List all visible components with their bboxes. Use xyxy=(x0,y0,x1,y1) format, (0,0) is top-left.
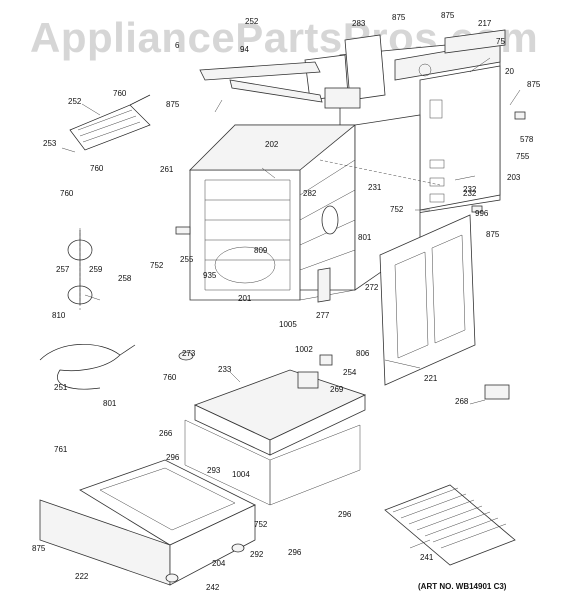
part-label-283: 283 xyxy=(352,19,366,28)
part-label-752: 752 xyxy=(390,205,404,214)
part-label-269: 269 xyxy=(330,385,344,394)
part-label-75: 75 xyxy=(496,37,505,46)
part-label-251: 251 xyxy=(54,383,68,392)
part-label-241: 241 xyxy=(420,553,434,562)
part-label-760: 760 xyxy=(60,189,74,198)
part-label-222: 222 xyxy=(75,572,89,581)
part-label-277: 277 xyxy=(316,311,330,320)
part-label-257: 257 xyxy=(56,265,70,274)
part-label-202: 202 xyxy=(265,140,279,149)
part-label-282: 282 xyxy=(303,189,317,198)
drawer-front-222 xyxy=(39,499,256,586)
part-label-935: 935 xyxy=(203,271,217,280)
side-door-panel-221 xyxy=(379,214,476,386)
broil-element-252 xyxy=(69,94,151,151)
part-label-258: 258 xyxy=(118,274,132,283)
part-label-266: 266 xyxy=(159,429,173,438)
part-label-255: 255 xyxy=(180,255,194,264)
part-label-1005: 1005 xyxy=(279,320,297,329)
part-label-875: 875 xyxy=(392,13,406,22)
bake-element-251 xyxy=(39,344,136,390)
part-label-273: 273 xyxy=(182,349,196,358)
part-label-752: 752 xyxy=(254,520,268,529)
part-label-217: 217 xyxy=(478,19,492,28)
part-label-232: 232 xyxy=(463,189,477,198)
oven-rack-241 xyxy=(384,484,516,566)
part-label-761: 761 xyxy=(54,445,68,454)
part-label-755: 755 xyxy=(516,152,530,161)
part-label-94: 94 xyxy=(240,45,249,54)
part-label-259: 259 xyxy=(89,265,103,274)
part-label-203: 203 xyxy=(507,173,521,182)
part-label-875: 875 xyxy=(32,544,46,553)
part-label-252: 252 xyxy=(68,97,82,106)
art-number: (ART NO. WB14901 C3) xyxy=(418,582,507,591)
part-label-252: 252 xyxy=(245,17,259,26)
oven-cavity xyxy=(189,124,357,301)
part-label-875: 875 xyxy=(441,11,455,20)
part-label-296: 296 xyxy=(166,453,180,462)
part-label-268: 268 xyxy=(455,397,469,406)
part-label-231: 231 xyxy=(368,183,382,192)
part-label-233: 233 xyxy=(218,365,232,374)
part-label-760: 760 xyxy=(113,89,127,98)
part-label-232: 232 xyxy=(463,185,477,194)
leader-lines xyxy=(61,57,521,549)
part-label-875: 875 xyxy=(486,230,500,239)
part-label-254: 254 xyxy=(343,368,357,377)
part-label-760: 760 xyxy=(90,164,104,173)
part-label-1004: 1004 xyxy=(232,470,250,479)
part-label-6: 6 xyxy=(175,41,180,50)
part-label-810: 810 xyxy=(52,311,66,320)
part-label-293: 293 xyxy=(207,466,221,475)
part-label-801: 801 xyxy=(103,399,117,408)
small-parts xyxy=(165,87,526,583)
part-label-752: 752 xyxy=(150,261,164,270)
knob-assembly-258 xyxy=(67,228,93,310)
drawer-frame-266 xyxy=(184,419,361,506)
part-label-204: 204 xyxy=(212,559,226,568)
part-label-806: 806 xyxy=(356,349,370,358)
top-rail-94 xyxy=(199,61,323,103)
part-label-296: 296 xyxy=(338,510,352,519)
storage-bottom-233 xyxy=(193,369,367,456)
part-label-801: 801 xyxy=(358,233,372,242)
part-label-253: 253 xyxy=(43,139,57,148)
part-label-261: 261 xyxy=(160,165,174,174)
part-label-272: 272 xyxy=(365,283,379,292)
part-label-1002: 1002 xyxy=(295,345,313,354)
part-label-996: 996 xyxy=(475,209,489,218)
part-label-809: 809 xyxy=(254,246,268,255)
part-label-296: 296 xyxy=(288,548,302,557)
part-label-292: 292 xyxy=(250,550,264,559)
part-label-578: 578 xyxy=(520,135,534,144)
part-label-875: 875 xyxy=(166,100,180,109)
part-label-201: 201 xyxy=(238,294,252,303)
part-label-221: 221 xyxy=(424,374,438,383)
part-label-20: 20 xyxy=(505,67,514,76)
part-label-242: 242 xyxy=(206,583,220,592)
part-number-labels: 252 94 283 875 875 217 75 6 20 875 760 252 875 578 755… xyxy=(32,11,541,592)
top-right-bracket xyxy=(444,29,506,54)
part-label-760: 760 xyxy=(163,373,177,382)
part-label-875: 875 xyxy=(527,80,541,89)
